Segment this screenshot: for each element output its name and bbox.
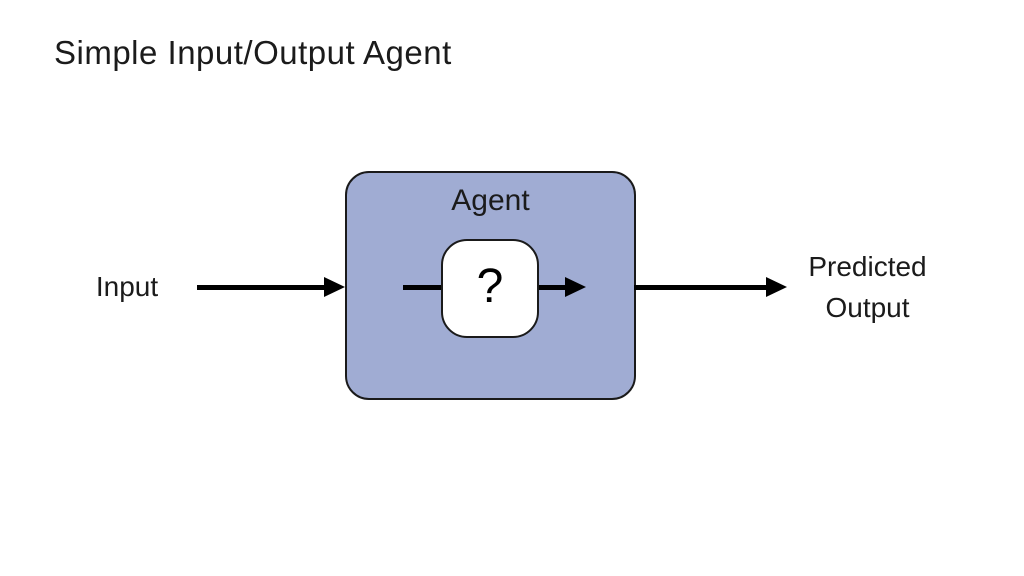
output-label: Predicted Output [808, 251, 927, 323]
input-arrow-shaft [197, 284, 324, 290]
input-label: Input [95, 271, 159, 302]
inner-arrowhead-icon [565, 277, 586, 297]
output-arrow [634, 277, 787, 297]
inner-arrow-left-segment [403, 285, 442, 290]
agent-label: Agent [451, 184, 530, 217]
inner-arrow-right [539, 277, 586, 297]
output-arrow-shaft [634, 284, 766, 290]
question-box: ? [441, 239, 539, 338]
input-arrow [197, 277, 345, 297]
question-mark-label: ? [476, 259, 504, 313]
inner-arrow-shaft [539, 284, 565, 290]
input-arrowhead-icon [324, 277, 345, 297]
output-arrowhead-icon [766, 277, 787, 297]
slide-title: Simple Input/Output Agent [54, 34, 452, 71]
